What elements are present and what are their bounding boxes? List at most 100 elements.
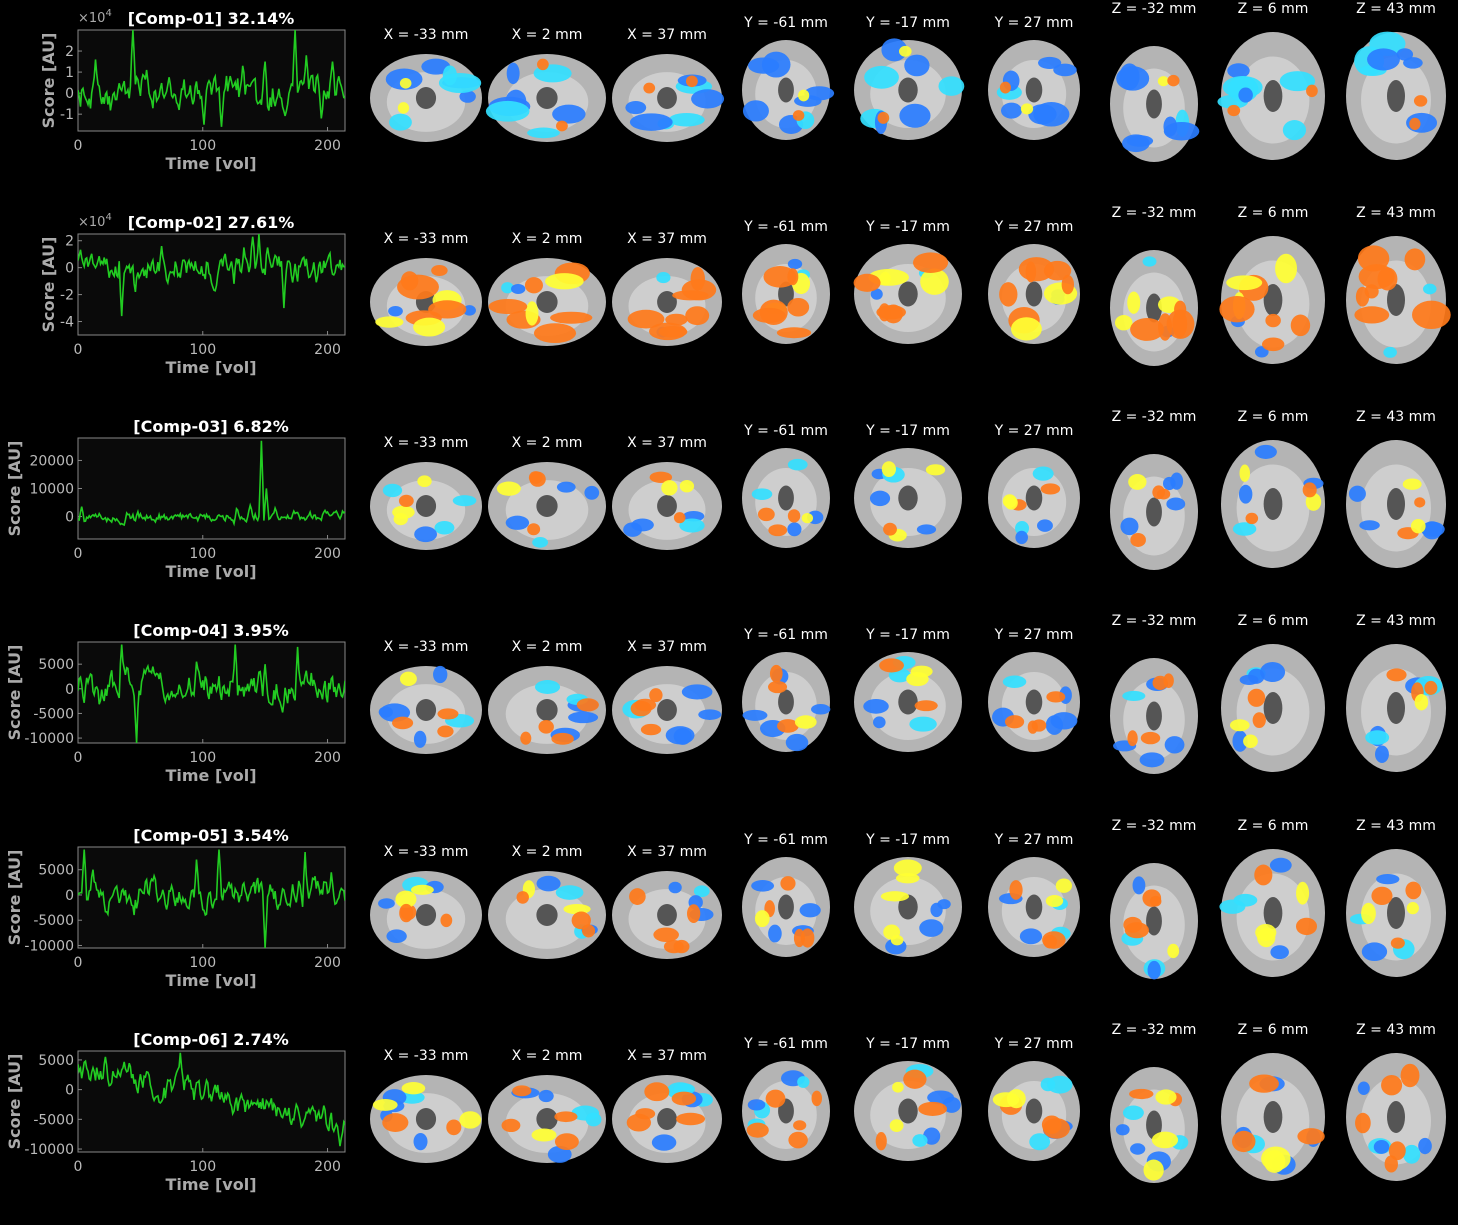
negative-activation [1053,63,1077,77]
negative-activation [389,113,412,131]
ventricles [898,689,918,715]
ventricles [536,291,558,313]
y-tick-label: -5000 [33,913,74,929]
negative-activation [1227,63,1250,79]
slice-label: X = 2 mm [512,231,583,247]
ventricles [1146,701,1162,731]
positive-activation [640,723,662,736]
positive-activation [554,1111,578,1123]
negative-activation [1282,120,1307,141]
slice-label: X = 2 mm [512,639,583,655]
positive-activation [746,1122,769,1138]
ventricles [1387,284,1405,316]
negative-activation [506,62,520,85]
brain-slice-8: Z = 6 mm [1221,409,1325,568]
positive-activation [431,264,448,277]
y-tick-label: -5000 [33,1112,74,1128]
negative-activation [485,100,530,122]
positive-activation [1252,712,1266,729]
negative-activation [1269,857,1292,873]
negative-activation [1219,899,1246,914]
axis-multiplier: ×104 [78,8,112,26]
y-tick-label: -2 [60,288,74,304]
timecourse-line [78,849,345,948]
ventricles [415,495,437,517]
negative-activation [399,1091,425,1104]
negative-activation [869,490,891,507]
positive-activation [920,268,949,295]
positive-activation [1002,494,1017,508]
slice-label: X = 37 mm [627,844,707,860]
positive-activation [525,301,539,326]
positive-activation [1361,902,1376,925]
negative-activation [1132,876,1146,895]
negative-activation [1422,521,1442,540]
positive-activation [665,313,688,326]
positive-activation [1377,267,1398,291]
positive-activation [1006,1089,1026,1109]
y-axis-label: Score [AU] [39,33,58,129]
positive-activation [685,306,710,326]
negative-activation [1164,736,1185,754]
positive-activation [576,698,599,712]
ventricles [1025,485,1043,511]
positive-activation [1114,315,1133,331]
negative-activation [668,881,682,894]
brain-slice-2: X = 2 mm [485,27,606,142]
brain-slice-3: X = 37 mm [612,27,725,142]
positive-activation [512,1085,532,1097]
negative-activation [1232,522,1257,536]
positive-activation [446,1119,462,1136]
positive-activation [1129,1088,1154,1100]
negative-activation [1259,662,1286,683]
slice-label: Z = 43 mm [1356,1,1436,17]
positive-activation [653,927,679,943]
slice-label: X = -33 mm [384,639,469,655]
slice-label: X = 2 mm [512,844,583,860]
positive-activation [437,708,459,720]
ventricles [1387,488,1405,520]
negative-activation [916,524,937,535]
negative-activation [536,875,561,892]
ventricles [1263,692,1283,724]
brain-slice-9: Z = 43 mm [1346,818,1446,977]
chart-title: [Comp-03] 6.82% [133,417,288,436]
brain-slice-1: X = -33 mm [370,1048,482,1163]
y-tick-label: -5000 [33,706,74,722]
slice-label: Z = 6 mm [1238,409,1309,425]
positive-activation [649,688,663,703]
positive-activation [1127,730,1138,747]
slice-label: Y = -17 mm [865,832,950,848]
ventricles [415,87,437,109]
positive-activation [1155,1089,1177,1105]
positive-activation [1143,1159,1164,1181]
brain-slice-4: Y = -61 mm [742,219,830,344]
positive-activation [889,1119,904,1132]
plot-area [77,437,346,540]
positive-activation [671,1091,697,1106]
x-tick-label: 200 [314,955,341,971]
positive-activation [1404,248,1426,271]
negative-activation [1365,730,1390,745]
positive-activation [440,913,453,928]
positive-activation [1384,1155,1398,1173]
slice-label: Z = 43 mm [1356,409,1436,425]
timecourse-line [78,440,345,527]
negative-activation [382,483,403,498]
negative-activation [1015,530,1028,545]
slice-label: X = -33 mm [384,231,469,247]
positive-activation [1275,253,1297,284]
positive-activation [754,910,770,928]
ventricles [1263,284,1283,316]
negative-activation [459,90,476,103]
positive-activation [1414,693,1429,711]
positive-activation [1010,317,1042,341]
y-tick-label: 1 [65,65,74,81]
x-tick-label: 100 [189,955,216,971]
ventricles [898,77,918,103]
positive-activation [787,297,810,317]
positive-activation [673,512,686,524]
ventricles [536,699,558,721]
positive-activation [1306,84,1318,98]
positive-activation [1245,512,1259,525]
